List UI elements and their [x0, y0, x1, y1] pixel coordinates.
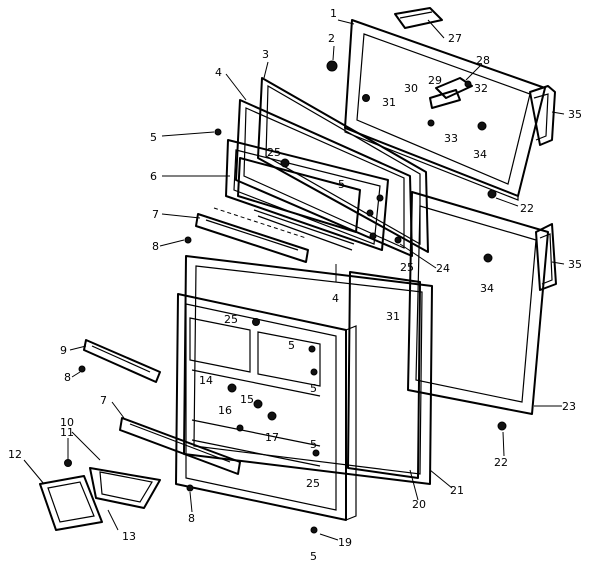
callout-5: 5	[310, 438, 317, 451]
callout-22: 22	[494, 456, 508, 469]
callout-9: 9	[60, 344, 67, 357]
callout-35: 35	[568, 258, 582, 271]
callout-8: 8	[64, 371, 71, 384]
callout-5: 5	[338, 178, 345, 191]
callout-32: 32	[474, 82, 488, 95]
callout-11: 11	[60, 426, 74, 439]
callout-20: 20	[412, 498, 426, 511]
callout-5: 5	[150, 131, 157, 144]
callout-23: 23	[562, 400, 576, 413]
callout-24: 24	[436, 262, 450, 275]
fresh-food-door-outer-panel	[407, 189, 557, 431]
freezer-door-gasket	[235, 77, 429, 257]
callout-8: 8	[188, 512, 195, 525]
callout-1: 1	[330, 7, 337, 20]
callout-19: 19	[338, 536, 352, 549]
callout-31: 31	[386, 310, 400, 323]
small-door-shelf	[83, 339, 161, 383]
top-hinge-cap	[394, 7, 443, 29]
callout-12: 12	[8, 448, 22, 461]
callout-7: 7	[152, 208, 159, 221]
callout-5: 5	[288, 339, 295, 352]
callout-35: 35	[568, 108, 582, 121]
dairy-compartment-door	[39, 459, 161, 531]
fresh-food-door-shelf	[119, 417, 241, 475]
callout-27: 27	[448, 32, 462, 45]
callout-25: 25	[400, 261, 414, 274]
callout-17: 17	[265, 431, 279, 444]
callout-6: 6	[150, 170, 157, 183]
callout-34: 34	[480, 282, 494, 295]
callout-5: 5	[310, 550, 317, 563]
callout-30: 30	[404, 82, 418, 95]
freezer-door-outer-panel	[344, 19, 556, 201]
callout-2: 2	[328, 32, 335, 45]
handle-bracket-parts	[326, 60, 487, 131]
fresh-food-screws	[78, 318, 320, 534]
callout-16: 16	[218, 404, 232, 417]
callout-33: 33	[444, 132, 458, 145]
leader-lines	[23, 19, 565, 541]
callout-10: 10	[60, 416, 74, 429]
callout-15: 15	[240, 393, 254, 406]
callout-21: 21	[450, 484, 464, 497]
callout-14: 14	[199, 374, 213, 387]
callout-7: 7	[100, 394, 107, 407]
fresh-food-door-liner	[175, 293, 357, 521]
callout-5: 5	[310, 382, 317, 395]
callout-25: 25	[306, 477, 320, 490]
callout-13: 13	[122, 530, 136, 543]
callout-4: 4	[332, 292, 339, 305]
callout-29: 29	[428, 74, 442, 87]
callout-4: 4	[215, 66, 222, 79]
callout-3: 3	[262, 48, 269, 61]
callout-31: 31	[382, 96, 396, 109]
freezer-door-liner	[225, 139, 389, 251]
callout-34: 34	[473, 148, 487, 161]
shelf-screw	[184, 236, 192, 244]
callout-labels: 1 2 3 4 4 5 5 5 5 5 5 6 7 7 8 8 8 9 10 1…	[8, 7, 582, 563]
freezer-door-shelf	[195, 207, 309, 263]
freezer-screws	[214, 128, 402, 244]
fresh-food-door-gasket	[183, 255, 433, 485]
callout-8: 8	[152, 240, 159, 253]
callout-25: 25	[267, 146, 281, 159]
callout-25: 25	[224, 313, 238, 326]
callout-22: 22	[520, 202, 534, 215]
callout-28: 28	[476, 54, 490, 67]
